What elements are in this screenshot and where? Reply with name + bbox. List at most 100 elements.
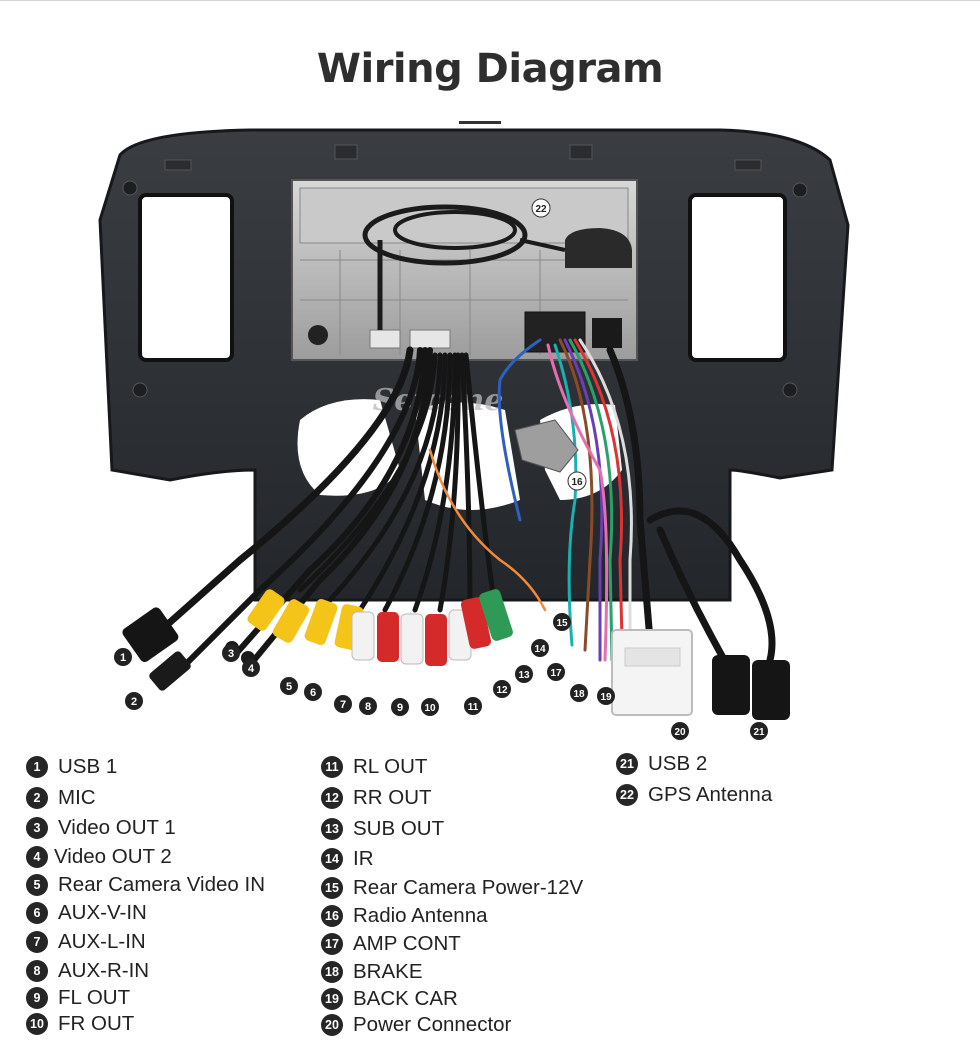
legend-number: 15: [321, 876, 343, 899]
legend-number: 21: [616, 752, 638, 775]
legend-number: 8: [26, 959, 48, 982]
diagram-badges: 22 16 1 2 3 4 5 6 7 8 9 10 11 12 13 14 1…: [114, 198, 768, 740]
legend-item: 19 BACK CAR: [321, 985, 583, 1012]
legend-label: Video OUT 2: [54, 844, 172, 868]
legend-item: 14 IR: [321, 844, 583, 873]
title-underline: [459, 121, 501, 124]
badge-1: 1: [114, 648, 132, 666]
legend-number: 22: [616, 783, 638, 806]
badge-2: 2: [125, 692, 143, 710]
legend-label: Rear Camera Power-12V: [353, 875, 584, 899]
legend-item: 8 AUX-R-IN: [26, 956, 265, 985]
legend-number: 4: [26, 845, 48, 868]
legend-item: 15 Rear Camera Power-12V: [321, 873, 583, 902]
badge-20: 20: [671, 722, 689, 740]
badge-19: 19: [597, 687, 615, 705]
legend-item: 4 Video OUT 2: [26, 842, 265, 871]
legend-item: 6 AUX-V-IN: [26, 898, 265, 927]
legend-number: 18: [321, 960, 343, 983]
badge-6: 6: [304, 683, 322, 701]
svg-text:9: 9: [397, 702, 403, 714]
svg-text:11: 11: [468, 702, 479, 713]
legend-label: BACK CAR: [353, 986, 458, 1010]
legend-number: 14: [321, 847, 343, 870]
legend-label: RR OUT: [353, 785, 432, 809]
legend-number: 11: [321, 755, 343, 778]
svg-text:14: 14: [534, 644, 546, 655]
svg-text:6: 6: [310, 687, 316, 699]
svg-text:2: 2: [131, 696, 137, 708]
legend-item: 9 FL OUT: [26, 985, 265, 1011]
legend-number: 16: [321, 904, 343, 927]
legend-label: AUX-R-IN: [58, 958, 150, 982]
badge-5: 5: [280, 677, 298, 695]
badge-11: 11: [464, 697, 482, 715]
badge-7: 7: [334, 695, 352, 713]
legend-number: 20: [321, 1014, 343, 1036]
svg-text:13: 13: [518, 670, 530, 681]
legend-label: IR: [353, 846, 374, 870]
legend-item: 16 Radio Antenna: [321, 902, 583, 929]
wire-harness: [146, 338, 776, 683]
legend-label: BRAKE: [353, 959, 423, 983]
legend-label: AUX-V-IN: [58, 900, 147, 924]
legend-number: 6: [26, 901, 48, 924]
svg-text:7: 7: [340, 699, 346, 711]
legend-label: Radio Antenna: [353, 903, 488, 927]
wiring-photo: Seicane: [98, 128, 850, 740]
badge-13: 13: [515, 665, 533, 683]
top-divider: [0, 0, 980, 1]
badge-8: 8: [359, 697, 377, 715]
badge-17: 17: [547, 663, 565, 681]
legend-label: USB 2: [648, 751, 708, 775]
svg-text:12: 12: [496, 685, 508, 696]
badge-14: 14: [531, 639, 549, 657]
svg-text:10: 10: [424, 703, 436, 714]
badge-10: 10: [421, 698, 439, 716]
badge-3: 3: [222, 644, 240, 662]
legend-item: 3 Video OUT 1: [26, 813, 265, 842]
legend-label: SUB OUT: [353, 816, 445, 840]
legend-number: 19: [321, 987, 343, 1010]
badge-12: 12: [493, 680, 511, 698]
svg-text:3: 3: [228, 648, 234, 660]
gps-antenna: [362, 204, 632, 330]
svg-text:21: 21: [753, 727, 765, 738]
svg-text:18: 18: [573, 689, 585, 700]
legend-item: 20 Power Connector: [321, 1012, 583, 1038]
legend-label: MIC: [58, 785, 96, 809]
svg-text:5: 5: [286, 681, 292, 693]
svg-text:4: 4: [248, 663, 255, 675]
legend-number: 17: [321, 932, 343, 955]
svg-text:22: 22: [535, 204, 547, 215]
svg-text:15: 15: [556, 618, 568, 629]
legend-label: Video OUT 1: [58, 815, 176, 839]
legend-label: AUX-L-IN: [58, 929, 146, 953]
svg-text:19: 19: [600, 692, 612, 703]
legend-item: 18 BRAKE: [321, 958, 583, 985]
legend-number: 12: [321, 786, 343, 809]
badge-21: 21: [750, 722, 768, 740]
legend-label: Power Connector: [353, 1013, 512, 1036]
svg-text:16: 16: [571, 477, 583, 488]
badge-9: 9: [391, 698, 409, 716]
legend-number: 3: [26, 816, 48, 839]
legend-item: 12 RR OUT: [321, 782, 583, 813]
legend-label: FL OUT: [58, 986, 131, 1009]
connectors: [122, 419, 790, 720]
legend-number: 9: [26, 987, 48, 1009]
legend-number: 1: [26, 755, 48, 778]
svg-text:20: 20: [674, 727, 686, 738]
legend-item: 21 USB 2: [616, 748, 772, 779]
legend-number: 5: [26, 873, 48, 896]
badge-18: 18: [570, 684, 588, 702]
